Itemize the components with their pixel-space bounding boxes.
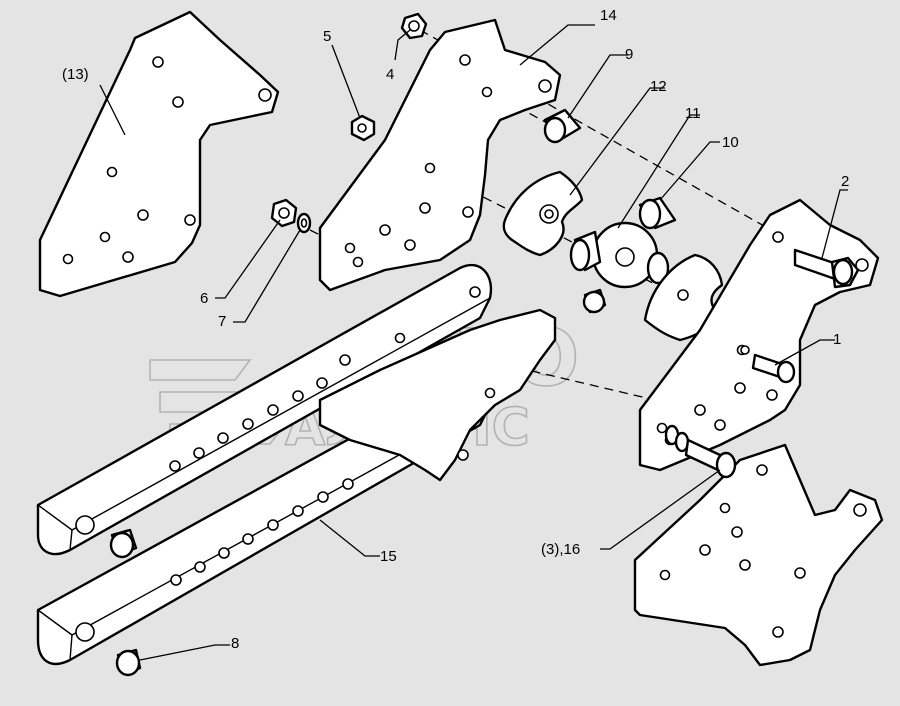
link-bar-15-upper	[36, 263, 493, 556]
bolt-2	[793, 248, 860, 289]
bushing-8-upper	[109, 528, 138, 559]
label-13: (13)	[62, 66, 89, 83]
bushing-9	[543, 108, 582, 144]
nut-5	[350, 114, 376, 142]
label-14: 14	[600, 7, 617, 24]
bottom-right-plate	[633, 443, 884, 667]
plate-13	[38, 10, 280, 298]
label-15: 15	[380, 548, 397, 565]
label-7: 7	[218, 313, 226, 330]
label-2: 2	[841, 173, 849, 190]
hub-11	[569, 221, 670, 314]
label-3-16: (3),16	[541, 541, 580, 558]
bracket-web	[318, 308, 557, 482]
bolt-16	[664, 424, 737, 479]
nut-6	[270, 198, 298, 228]
label-10: 10	[722, 134, 739, 151]
label-4: 4	[386, 66, 394, 83]
label-9: 9	[625, 46, 633, 63]
leader-lines	[99, 24, 848, 661]
bracket-14	[318, 18, 562, 292]
label-1: 1	[833, 331, 841, 348]
label-5: 5	[323, 28, 331, 45]
washer-7	[296, 212, 312, 234]
label-6: 6	[200, 290, 208, 307]
bushing-8-lower	[115, 648, 142, 677]
bolt-1	[740, 345, 796, 384]
star-disc-12	[502, 170, 584, 257]
star-disc-right	[643, 253, 724, 342]
label-11: 11	[685, 105, 701, 122]
label-8: 8	[231, 635, 239, 652]
label-12: 12	[650, 78, 667, 95]
part-labels: (13) 14 5 4 9 12 11 10 2 1 6 7 15 (3),16…	[62, 7, 849, 652]
pin-10	[638, 196, 677, 230]
